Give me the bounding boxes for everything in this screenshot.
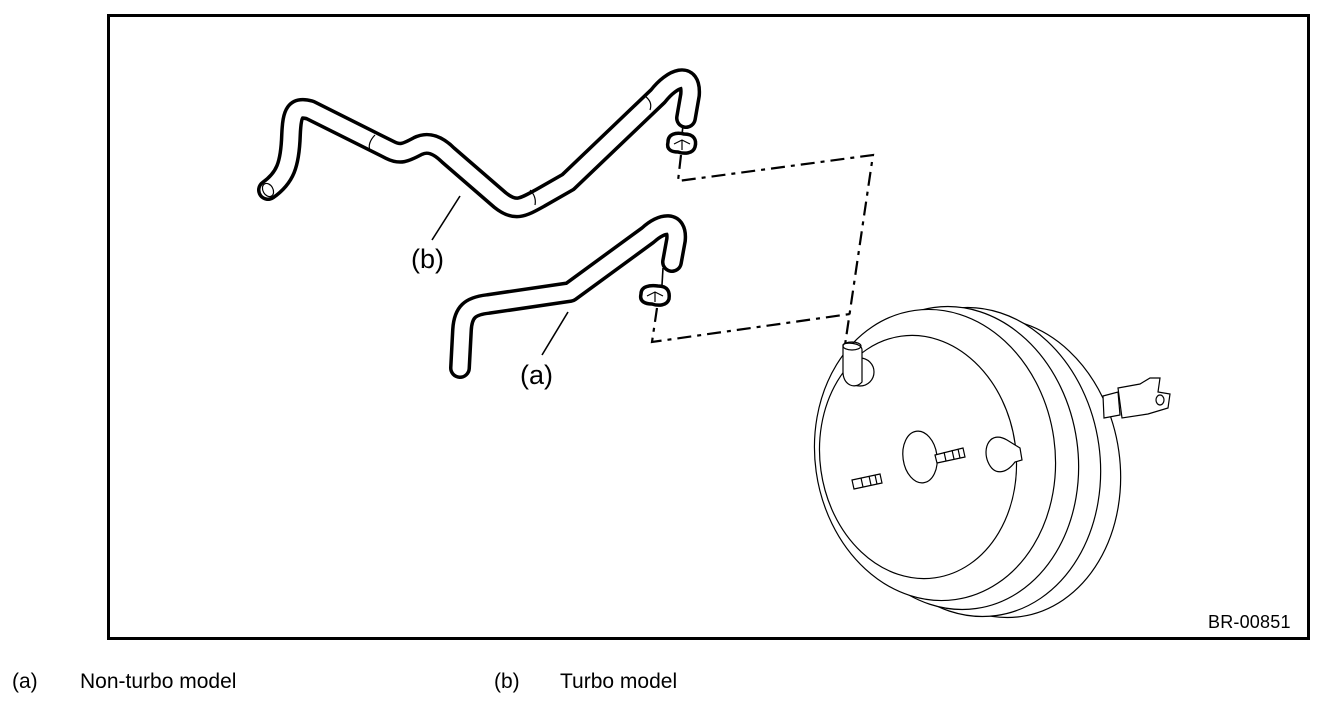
hose-clip-lower: [638, 267, 671, 307]
callout-b: (b): [411, 244, 444, 274]
legend-description: Non-turbo model: [80, 670, 237, 693]
operating-rod-clevis: [1102, 377, 1171, 419]
callout-leader-b: [431, 195, 461, 241]
callout-leader-a: [541, 311, 569, 356]
legend-description: Turbo model: [560, 670, 678, 693]
booster-check-valve-fitting: [842, 341, 875, 387]
legend-key: (a): [12, 670, 38, 693]
mounting-stud: [934, 447, 966, 464]
callout-a: (a): [520, 360, 553, 390]
booster-bracket: [985, 436, 1023, 473]
hose-clip-upper: [665, 124, 698, 155]
brake-booster: [813, 305, 1171, 619]
connection-line-non-turbo: [650, 307, 851, 344]
figure-id-label: BR-00851: [1208, 612, 1291, 632]
hose-end-opening: [261, 182, 275, 198]
hose-joint-mark: [368, 134, 376, 151]
hose-joint-mark: [644, 95, 652, 111]
hose-non-turbo: [449, 214, 688, 379]
legend-key: (b): [494, 670, 520, 693]
hose-joint-mark: [529, 189, 536, 206]
figure-frame: [107, 14, 1310, 640]
mounting-stud: [851, 473, 883, 490]
hose-turbo: [257, 68, 702, 219]
connection-line-turbo: [676, 153, 875, 346]
